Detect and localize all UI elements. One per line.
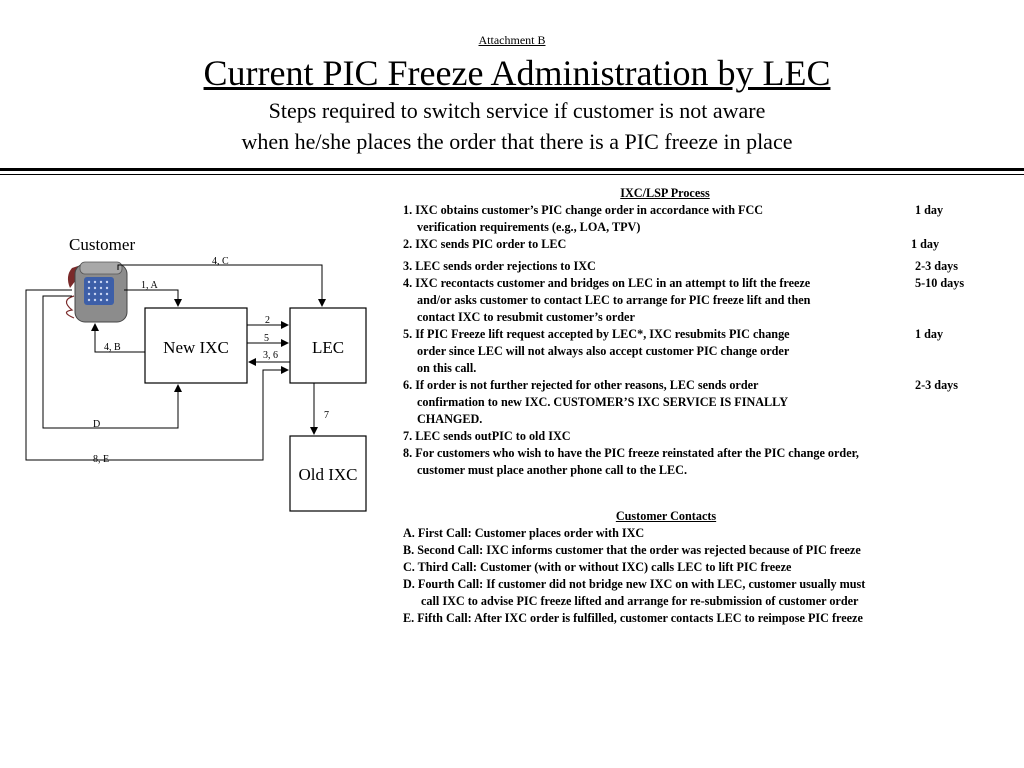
ixc-lsp-process: IXC/LSP Process 1. IXC obtains customer’… [400, 185, 1020, 479]
process-step-duration: 5-10 days [915, 276, 965, 290]
edge-label-8e: 8, E [93, 454, 109, 465]
attachment-label: Attachment B [478, 33, 546, 47]
edge-4b [91, 323, 145, 353]
old-ixc-box [289, 435, 367, 512]
process-step-1: 1. IXC obtains customer’s PIC change ord… [400, 202, 1020, 219]
process-step-continuation: CHANGED. [417, 412, 483, 426]
process-step-2: 2. IXC sends PIC order to LEC 1 day [400, 236, 1020, 253]
old-ixc-label: Old IXC [298, 465, 357, 484]
contact-item-a: A. First Call: Customer places order wit… [403, 526, 645, 540]
process-step-text: 5. If PIC Freeze lift request accepted b… [403, 327, 790, 341]
lec-label: LEC [312, 338, 344, 357]
edge-4c [117, 264, 326, 307]
edge-label-3-6: 3, 6 [263, 350, 278, 361]
process-heading: IXC/LSP Process [620, 186, 710, 200]
process-step-continuation: verification requirements (e.g., LOA, TP… [417, 220, 641, 234]
edge-label-5: 5 [264, 333, 269, 344]
contacts-heading: Customer Contacts [615, 509, 717, 523]
contact-item-c: C. Third Call: Customer (with or without… [403, 560, 792, 574]
edge-label-1a: 1, A [141, 280, 158, 291]
edge-label-4c: 4, C [212, 256, 229, 267]
process-step-7: 7. LEC sends outPIC to old IXC [400, 428, 1020, 445]
process-step-5: 5. If PIC Freeze lift request accepted b… [400, 326, 1020, 343]
page-subtitle-line-1: Steps required to switch service if cust… [268, 98, 766, 123]
process-step-text: 4. IXC recontacts customer and bridges o… [403, 276, 811, 290]
process-step-duration: 1 day [915, 327, 944, 341]
process-step-text: 1. IXC obtains customer’s PIC change ord… [403, 203, 764, 217]
process-step-duration: 1 day [911, 237, 940, 251]
process-step-continuation: customer must place another phone call t… [417, 463, 688, 477]
new-ixc-label: New IXC [163, 338, 229, 357]
process-step-4: 4. IXC recontacts customer and bridges o… [400, 275, 1020, 292]
process-step-8: 8. For customers who wish to have the PI… [400, 445, 1020, 462]
process-step-text: 3. LEC sends order rejections to IXC [403, 259, 596, 273]
customer-contacts: Customer Contacts A. First Call: Custome… [400, 508, 1020, 627]
page-title: Current PIC Freeze Administration by LEC [203, 53, 831, 93]
customer-label: Customer [69, 235, 135, 254]
process-step-continuation: confirmation to new IXC. CUSTOMER’S IXC … [417, 395, 788, 409]
edge-label-7: 7 [324, 410, 329, 421]
header-divider-thick [0, 168, 1024, 171]
process-step-6: 6. If order is not further rejected for … [400, 377, 1020, 394]
process-step-duration: 2-3 days [915, 378, 959, 392]
process-step-duration: 1 day [915, 203, 944, 217]
header-divider-thin [0, 174, 1024, 175]
edge-1a [124, 289, 182, 307]
process-step-continuation: order since LEC will not always also acc… [417, 344, 790, 358]
edge-8e [25, 289, 289, 461]
telephone-icon [65, 261, 128, 323]
contact-item-e: E. Fifth Call: After IXC order is fulfil… [403, 611, 863, 625]
process-step-duration: 2-3 days [915, 259, 959, 273]
contact-item-b: B. Second Call: IXC informs customer tha… [403, 543, 861, 557]
process-step-text: 2. IXC sends PIC order to LEC [403, 237, 567, 251]
process-step-3: 3. LEC sends order rejections to IXC 2-3… [400, 258, 1020, 275]
process-step-continuation: contact IXC to resubmit customer’s order [417, 310, 635, 324]
edge-d [42, 295, 182, 429]
contact-item-d: D. Fourth Call: If customer did not brid… [403, 577, 866, 591]
lec-box [289, 307, 367, 384]
edge-label-4b: 4, B [104, 342, 121, 353]
contact-item-d-continuation: call IXC to advise PIC freeze lifted and… [421, 594, 859, 608]
page-subtitle-line-2: when he/she places the order that there … [241, 129, 793, 154]
flow-diagram: Customer New IXC LEC Old IXC [25, 235, 367, 512]
process-step-text: 6. If order is not further rejected for … [403, 378, 759, 392]
new-ixc-box [144, 307, 248, 384]
process-step-text: 8. For customers who wish to have the PI… [403, 446, 859, 460]
edge-label-2: 2 [265, 315, 270, 326]
process-step-text: 7. LEC sends outPIC to old IXC [403, 429, 571, 443]
edge-label-d: D [93, 419, 100, 430]
process-step-continuation: on this call. [417, 361, 477, 375]
process-step-continuation: and/or asks customer to contact LEC to a… [417, 293, 811, 307]
